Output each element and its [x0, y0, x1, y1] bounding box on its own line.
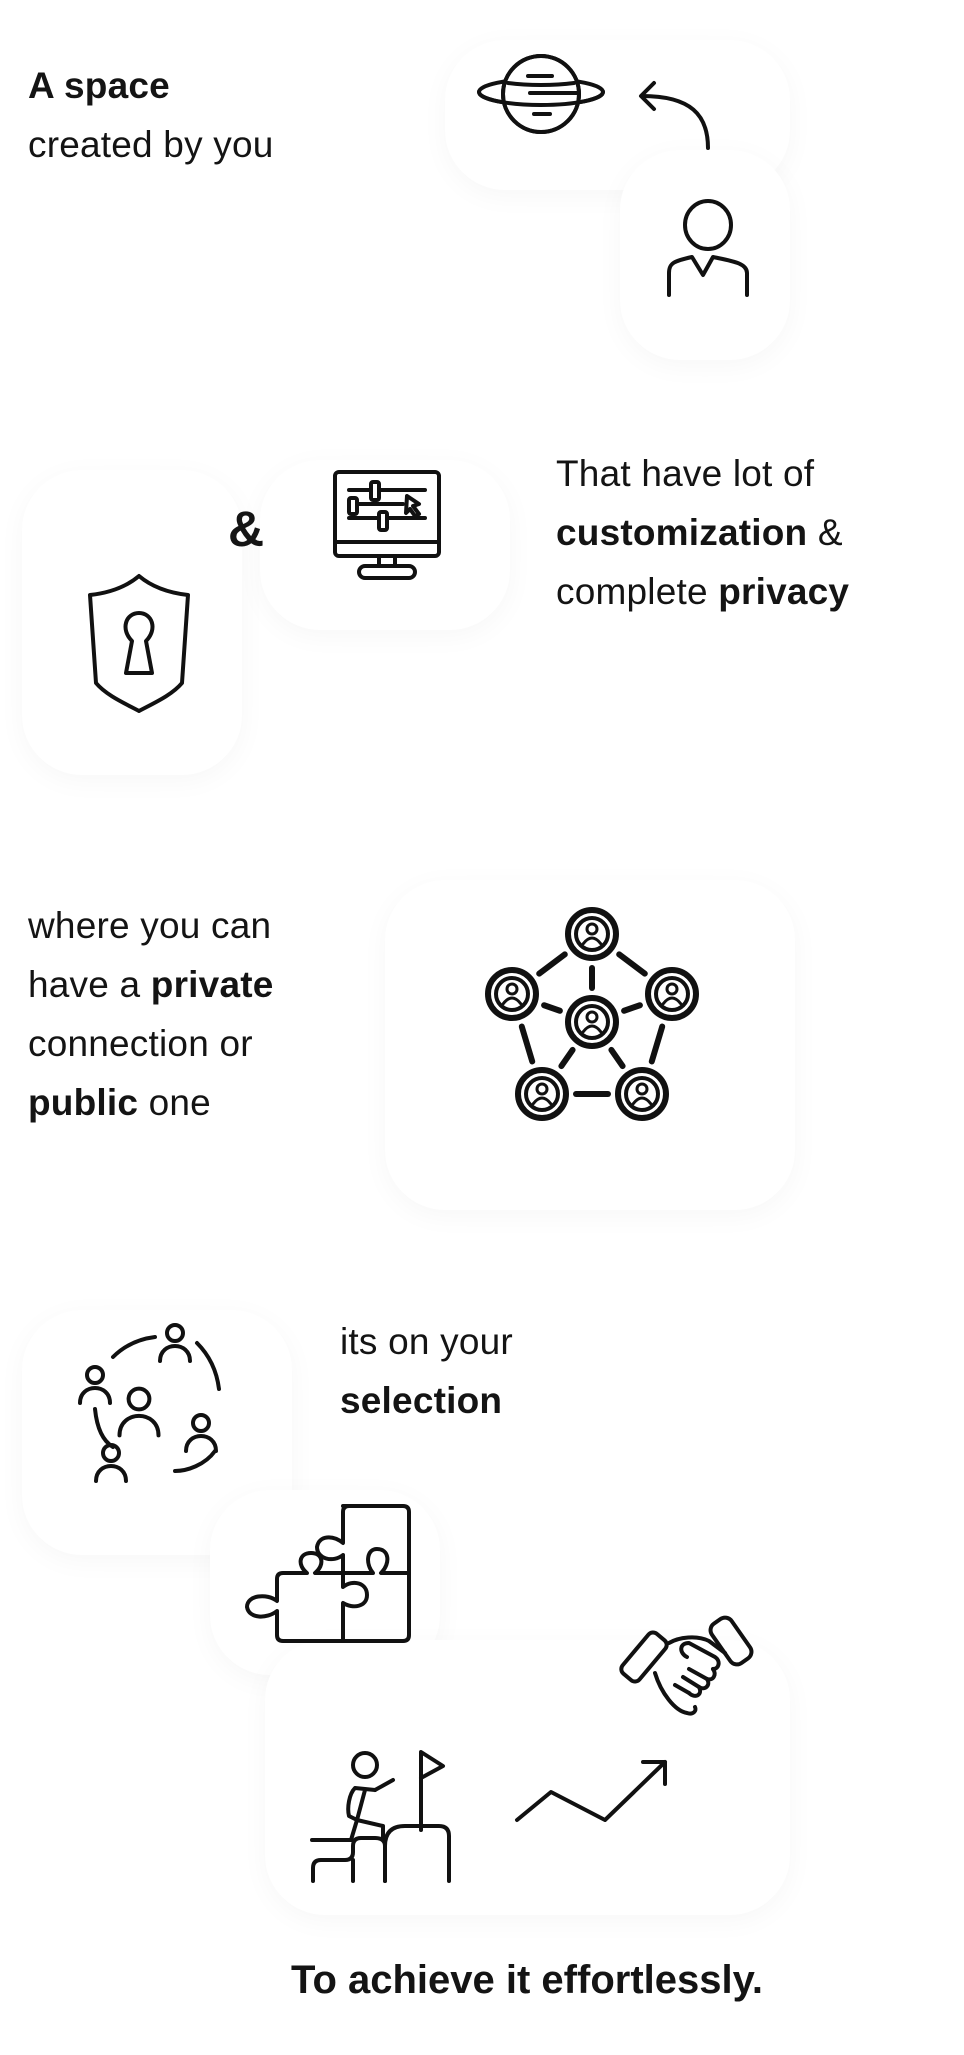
community-person-icon: [184, 1413, 218, 1453]
community-arc: [195, 1341, 221, 1391]
network-node-user-icon: [565, 907, 619, 961]
community-person-icon: [94, 1443, 128, 1483]
section1-regular: created by you: [28, 124, 274, 165]
section1-bold: A space: [28, 65, 170, 106]
network-link: [621, 1002, 643, 1014]
section2-text: That have lot of customization & complet…: [556, 444, 849, 621]
community-person-icon: [158, 1323, 192, 1363]
section2-complete: complete: [556, 571, 719, 612]
section1-text: A space created by you: [28, 56, 274, 174]
section4-text: its on your selection: [340, 1312, 513, 1430]
community-arc: [111, 1335, 157, 1359]
community-person-icon: [78, 1365, 112, 1405]
section2-bold-privacy: privacy: [718, 571, 850, 612]
section3-text: where you can have a private connection …: [28, 896, 274, 1132]
tagline: To achieve it effortlessly.: [290, 1958, 763, 2002]
shield-keyhole-icon: [86, 573, 192, 713]
planet-icon: [477, 54, 605, 136]
network-link: [518, 1023, 536, 1065]
community-arc: [93, 1407, 115, 1449]
curved-arrow-icon: [636, 80, 710, 150]
network-link: [648, 1023, 666, 1065]
climber-flag-icon: [309, 1750, 464, 1883]
section3-bold-private: private: [150, 964, 274, 1005]
network-node-user-icon: [565, 995, 619, 1049]
section3-have-a: have a: [28, 964, 151, 1005]
section3-line3: connection or: [28, 1023, 253, 1064]
community-person-icon: [117, 1386, 161, 1438]
puzzle-icon: [243, 1503, 411, 1643]
network-node-user-icon: [645, 967, 699, 1021]
handshake-icon: [619, 1613, 755, 1717]
section2-bold-customization: customization: [556, 512, 808, 553]
section3-bold-public: public: [28, 1082, 139, 1123]
user-icon: [666, 199, 750, 297]
network-link: [616, 951, 648, 977]
network-icon: [484, 906, 700, 1122]
section4-bold-selection: selection: [340, 1380, 503, 1421]
network-node-user-icon: [515, 1067, 569, 1121]
section2-line1: That have lot of: [556, 453, 815, 494]
community-arc: [173, 1449, 217, 1473]
network-link: [536, 951, 568, 977]
section4-line1: its on your: [340, 1321, 513, 1362]
section3-one: one: [138, 1082, 211, 1123]
trend-arrow-icon: [515, 1760, 667, 1824]
network-node-user-icon: [615, 1067, 669, 1121]
settings-monitor-icon: [333, 470, 441, 582]
network-link: [558, 1046, 576, 1070]
section2-amp: &: [807, 512, 843, 553]
network-link: [608, 1046, 626, 1070]
panel-2a: [22, 470, 242, 775]
network-link: [541, 1002, 563, 1014]
section3-line1: where you can: [28, 905, 272, 946]
network-node-user-icon: [485, 967, 539, 1021]
community-circle-icon: [75, 1317, 240, 1483]
ampersand: &: [228, 501, 265, 557]
panel-1b: [620, 150, 790, 360]
